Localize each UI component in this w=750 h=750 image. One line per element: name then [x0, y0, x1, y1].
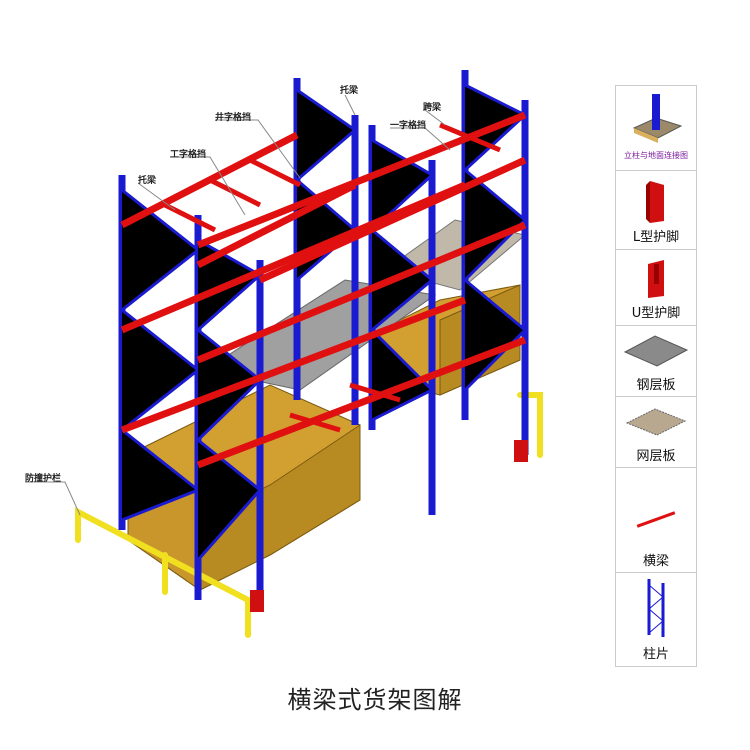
beams [120, 111, 527, 469]
l-guard [250, 590, 264, 612]
frame-bracing [119, 83, 528, 561]
column-base-icon [632, 94, 683, 143]
legend-item-beam: 横梁 [616, 468, 696, 573]
legend-label: 钢层板 [636, 378, 676, 393]
upright-frame-icon [647, 579, 665, 637]
callout-kualiang: 跨梁 [423, 103, 442, 113]
legend-label: 横梁 [642, 554, 669, 569]
legend-item-mesh-deck: 网层板 [616, 397, 696, 468]
callout-tuoliang-left: 托梁 [138, 176, 157, 186]
legend-item-u-guard: U型护脚 [616, 250, 696, 326]
u-guard-icon [648, 260, 664, 298]
legend-label: L型护脚 [632, 230, 680, 245]
legend-item-l-guard: L型护脚 [616, 171, 696, 250]
steel-deck-icon [623, 335, 689, 367]
legend-label: U型护脚 [631, 306, 681, 321]
legend-label: 网层板 [636, 449, 676, 464]
beam-icon [636, 511, 676, 528]
legend-item-column-base: 立柱与地面连接图 [616, 86, 696, 171]
wire-mesh-deck-icon [625, 408, 687, 436]
rack-diagram [25, 70, 543, 638]
legend-label: 柱片 [642, 647, 669, 662]
legend-item-upright-frame: 柱片 [616, 573, 696, 665]
callout-guard-rail: 防撞护栏 [25, 474, 62, 484]
callout-yizi-grid: 一字格挡 [390, 121, 427, 131]
diagram-title: 横梁式货架图解 [287, 686, 463, 714]
l-guard-icon [646, 181, 664, 223]
u-guard [514, 440, 528, 462]
legend-item-steel-deck: 钢层板 [616, 326, 696, 397]
callout-gongzi-grid: 工字格挡 [170, 150, 207, 160]
callout-jingzi-grid: 井字格挡 [215, 113, 252, 123]
legend-label: 立柱与地面连接图 [624, 151, 688, 160]
component-legend-panel: 立柱与地面连接图 L型护脚 U型护脚 钢层板 网层板 横梁 柱片 [615, 85, 697, 667]
callout-tuoliang-top: 托梁 [340, 86, 359, 96]
